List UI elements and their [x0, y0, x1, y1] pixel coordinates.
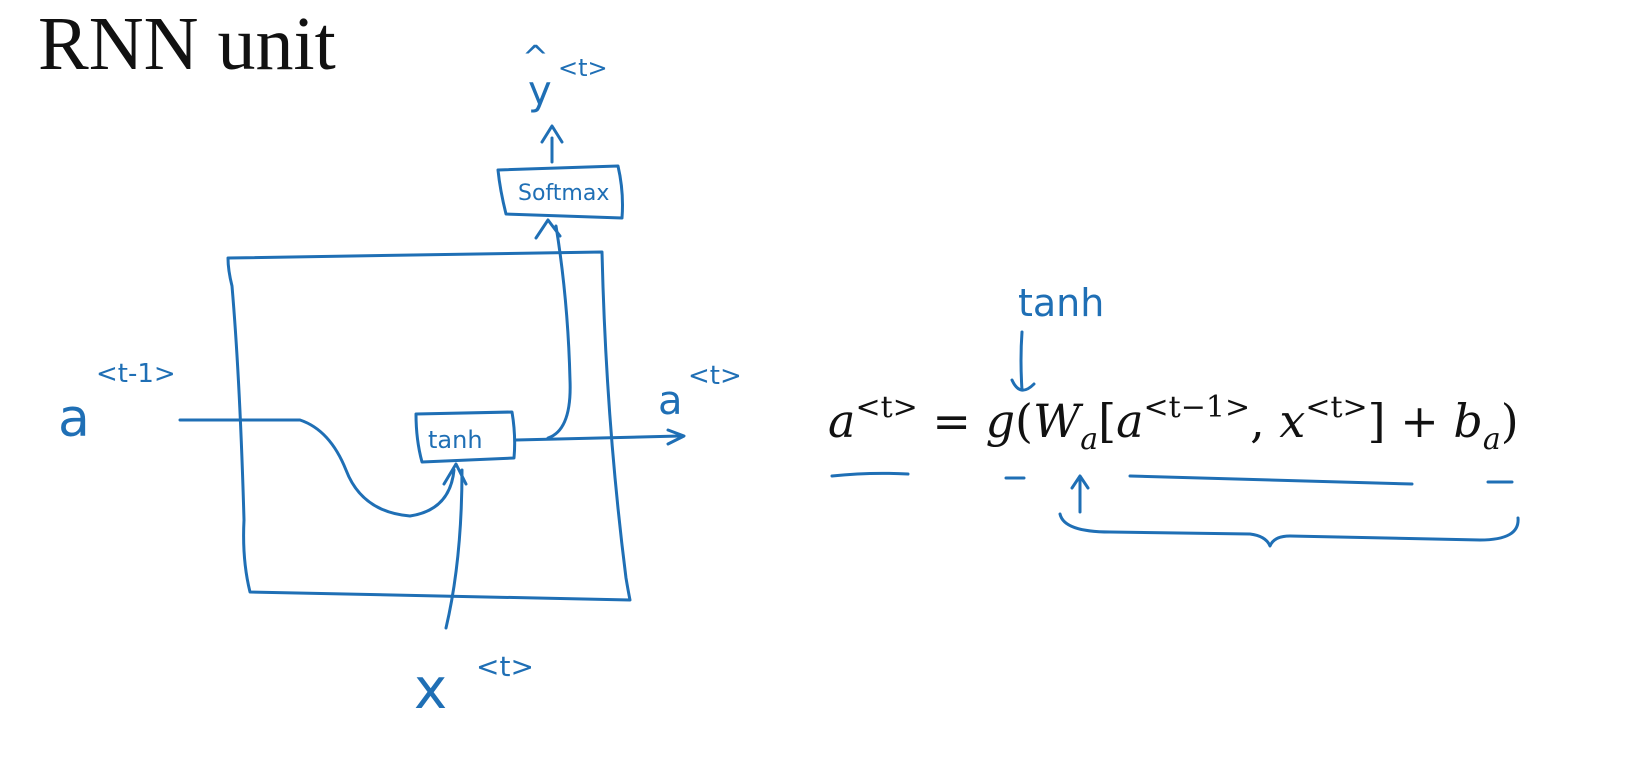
eq-weight: W	[1032, 394, 1081, 448]
softmax-box	[496, 164, 624, 220]
y-hat-superscript: <t>	[558, 54, 608, 82]
x-superscript: <t>	[476, 650, 534, 683]
eq-close-bracket: ]	[1367, 394, 1386, 448]
softmax-input-arrowhead	[534, 218, 562, 240]
x-input-line	[444, 468, 464, 630]
a-prev-superscript: <t-1>	[96, 359, 176, 389]
branch-to-softmax-line	[546, 224, 572, 440]
a-out-superscript: <t>	[688, 361, 742, 391]
a-out-line	[514, 434, 682, 442]
tanh-annotation-arrow	[1019, 330, 1024, 392]
eq-comma: ,	[1250, 394, 1265, 448]
eq-open-paren: (	[1015, 394, 1033, 448]
weight-arrow-head	[1070, 474, 1090, 490]
eq-weight-sub: a	[1080, 422, 1099, 457]
eq-prev-sup: <t−1>	[1143, 390, 1251, 425]
rnn-cell-box	[226, 250, 632, 602]
page-title: RNN unit	[38, 2, 336, 86]
softmax-output-arrowhead	[540, 124, 564, 144]
y-hat-symbol: y	[528, 68, 552, 114]
a-out-arrowhead	[666, 428, 686, 446]
rnn-equation: a<t> = g(Wa[a<t−1>, x<t>] + ba)	[828, 393, 1519, 455]
eq-x-sup: <t>	[1305, 390, 1368, 425]
softmax-label: Softmax	[518, 181, 609, 206]
a-prev-symbol: a	[58, 389, 90, 449]
tanh-annotation-arrowhead	[1010, 378, 1036, 392]
eq-bias: b	[1453, 394, 1483, 448]
eq-lhs-var: a	[828, 394, 856, 448]
tanh-box	[414, 410, 517, 464]
eq-close-paren: )	[1500, 394, 1519, 448]
x-symbol: x	[414, 657, 447, 722]
underline-concat	[1128, 474, 1414, 486]
grouping-brace	[1058, 512, 1520, 548]
eq-bias-sub: a	[1482, 422, 1501, 457]
eq-func: g	[985, 394, 1016, 448]
y-hat-accent: ^	[522, 38, 549, 76]
tanh-annotation: tanh	[1018, 281, 1104, 325]
eq-equals: =	[932, 394, 971, 448]
eq-x-var: x	[1279, 394, 1306, 448]
eq-plus: +	[1400, 394, 1439, 448]
a-prev-input-line	[178, 418, 456, 518]
tanh-box-label: tanh	[428, 426, 483, 454]
eq-open-bracket: [	[1098, 394, 1117, 448]
a-out-symbol: a	[658, 378, 683, 424]
underline-lhs	[830, 471, 910, 478]
eq-prev-var: a	[1116, 394, 1144, 448]
eq-lhs-sup: <t>	[855, 390, 918, 425]
